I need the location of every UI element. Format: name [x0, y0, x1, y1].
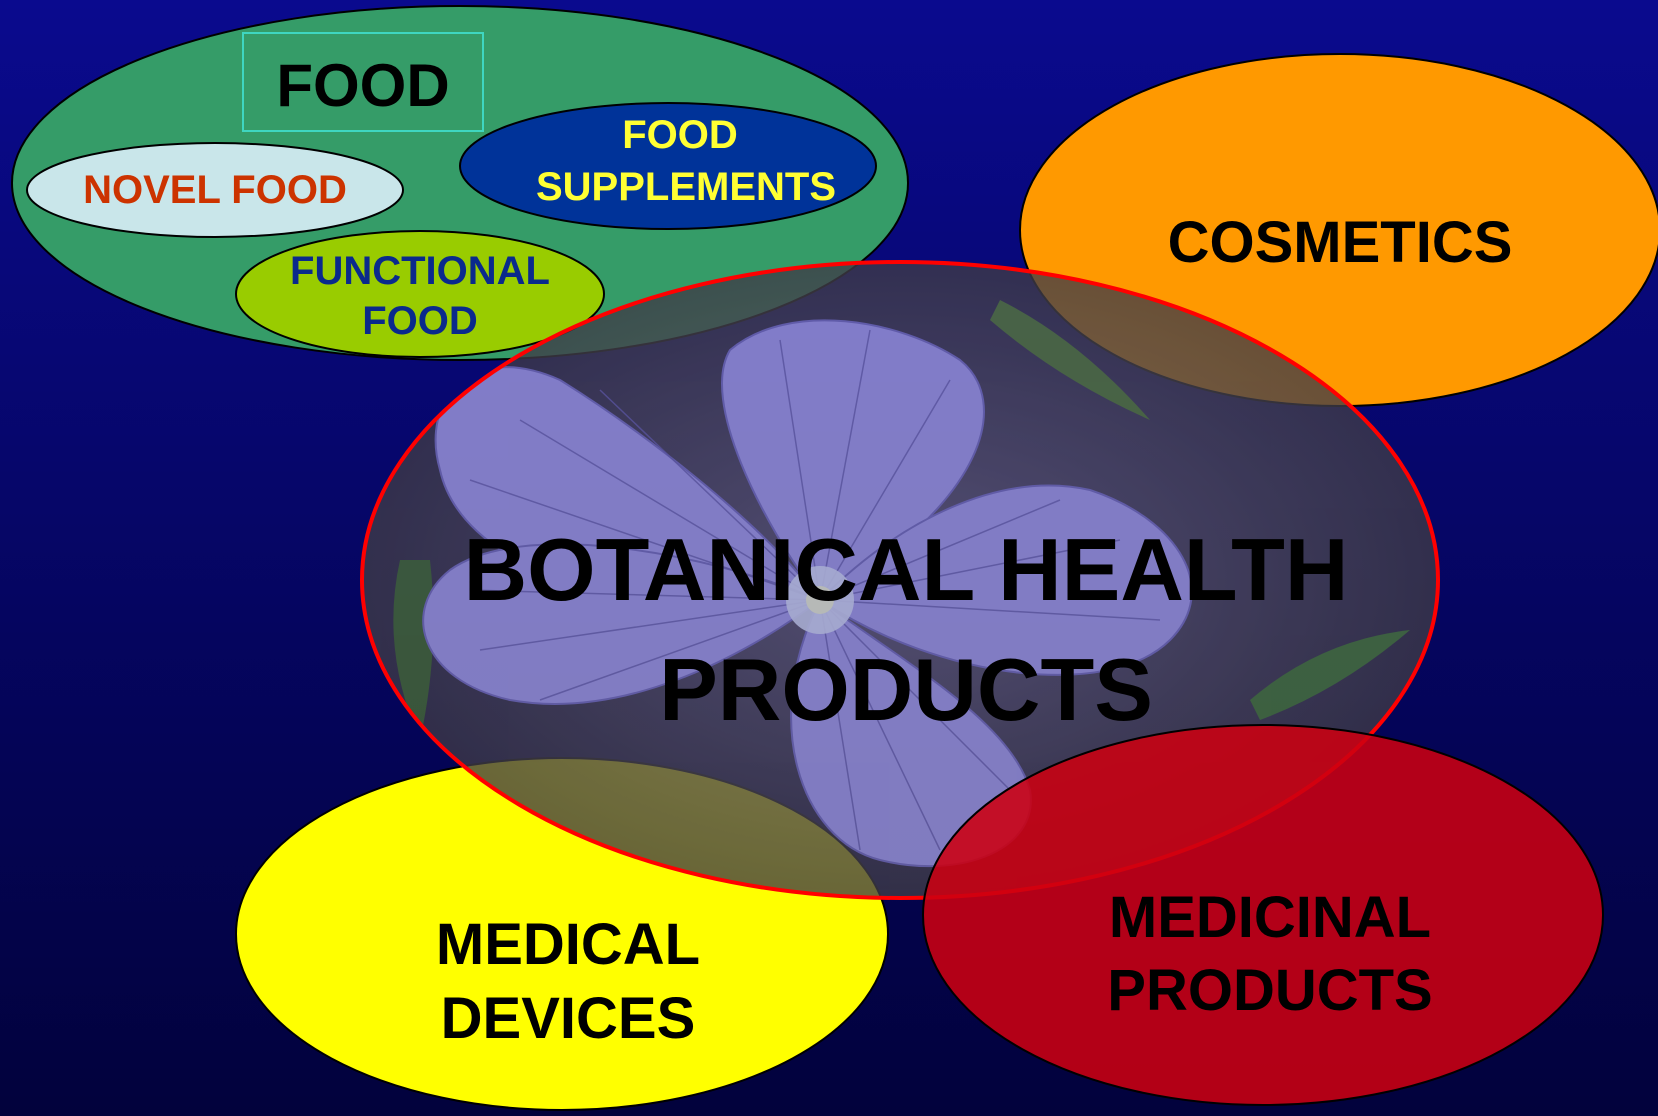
functional-food-label-line1: FUNCTIONAL	[290, 249, 550, 293]
food-ellipse	[11, 5, 909, 361]
botanical-label-line2: PRODUCTS	[659, 640, 1153, 739]
medicinal-products-label-line1: MEDICINAL	[1109, 885, 1431, 950]
novel-food-label: NOVEL FOOD	[83, 168, 347, 212]
medicinal-products-label-line2: PRODUCTS	[1107, 958, 1432, 1023]
food-supplements-ellipse	[459, 102, 877, 230]
functional-food-label-line2: FOOD	[362, 299, 478, 343]
cosmetics-label: COSMETICS	[1168, 210, 1513, 275]
food-title-box	[242, 32, 484, 132]
flax-flower-icon	[362, 262, 1438, 898]
functional-food-ellipse	[235, 230, 605, 358]
botanical-health-products-group: BOTANICAL HEALTH PRODUCTS	[360, 260, 1440, 900]
medical-devices-label-line1: MEDICAL	[436, 912, 700, 977]
botanical-health-products-ellipse	[360, 260, 1440, 900]
food-supplements-label-line1: FOOD	[622, 113, 738, 157]
novel-food-ellipse	[26, 142, 404, 238]
food-group: FOOD NOVEL FOOD FOOD SUPPLEMENTS FUNCTIO…	[11, 5, 909, 361]
medicinal-products-ellipse	[922, 724, 1604, 1106]
food-title: FOOD	[276, 52, 449, 119]
medicinal-products-group: MEDICINAL PRODUCTS	[922, 724, 1604, 1106]
medical-devices-label-line2: DEVICES	[441, 986, 696, 1051]
botanical-label-line1: BOTANICAL HEALTH	[464, 520, 1349, 619]
food-supplements-label-line2: SUPPLEMENTS	[536, 165, 836, 209]
